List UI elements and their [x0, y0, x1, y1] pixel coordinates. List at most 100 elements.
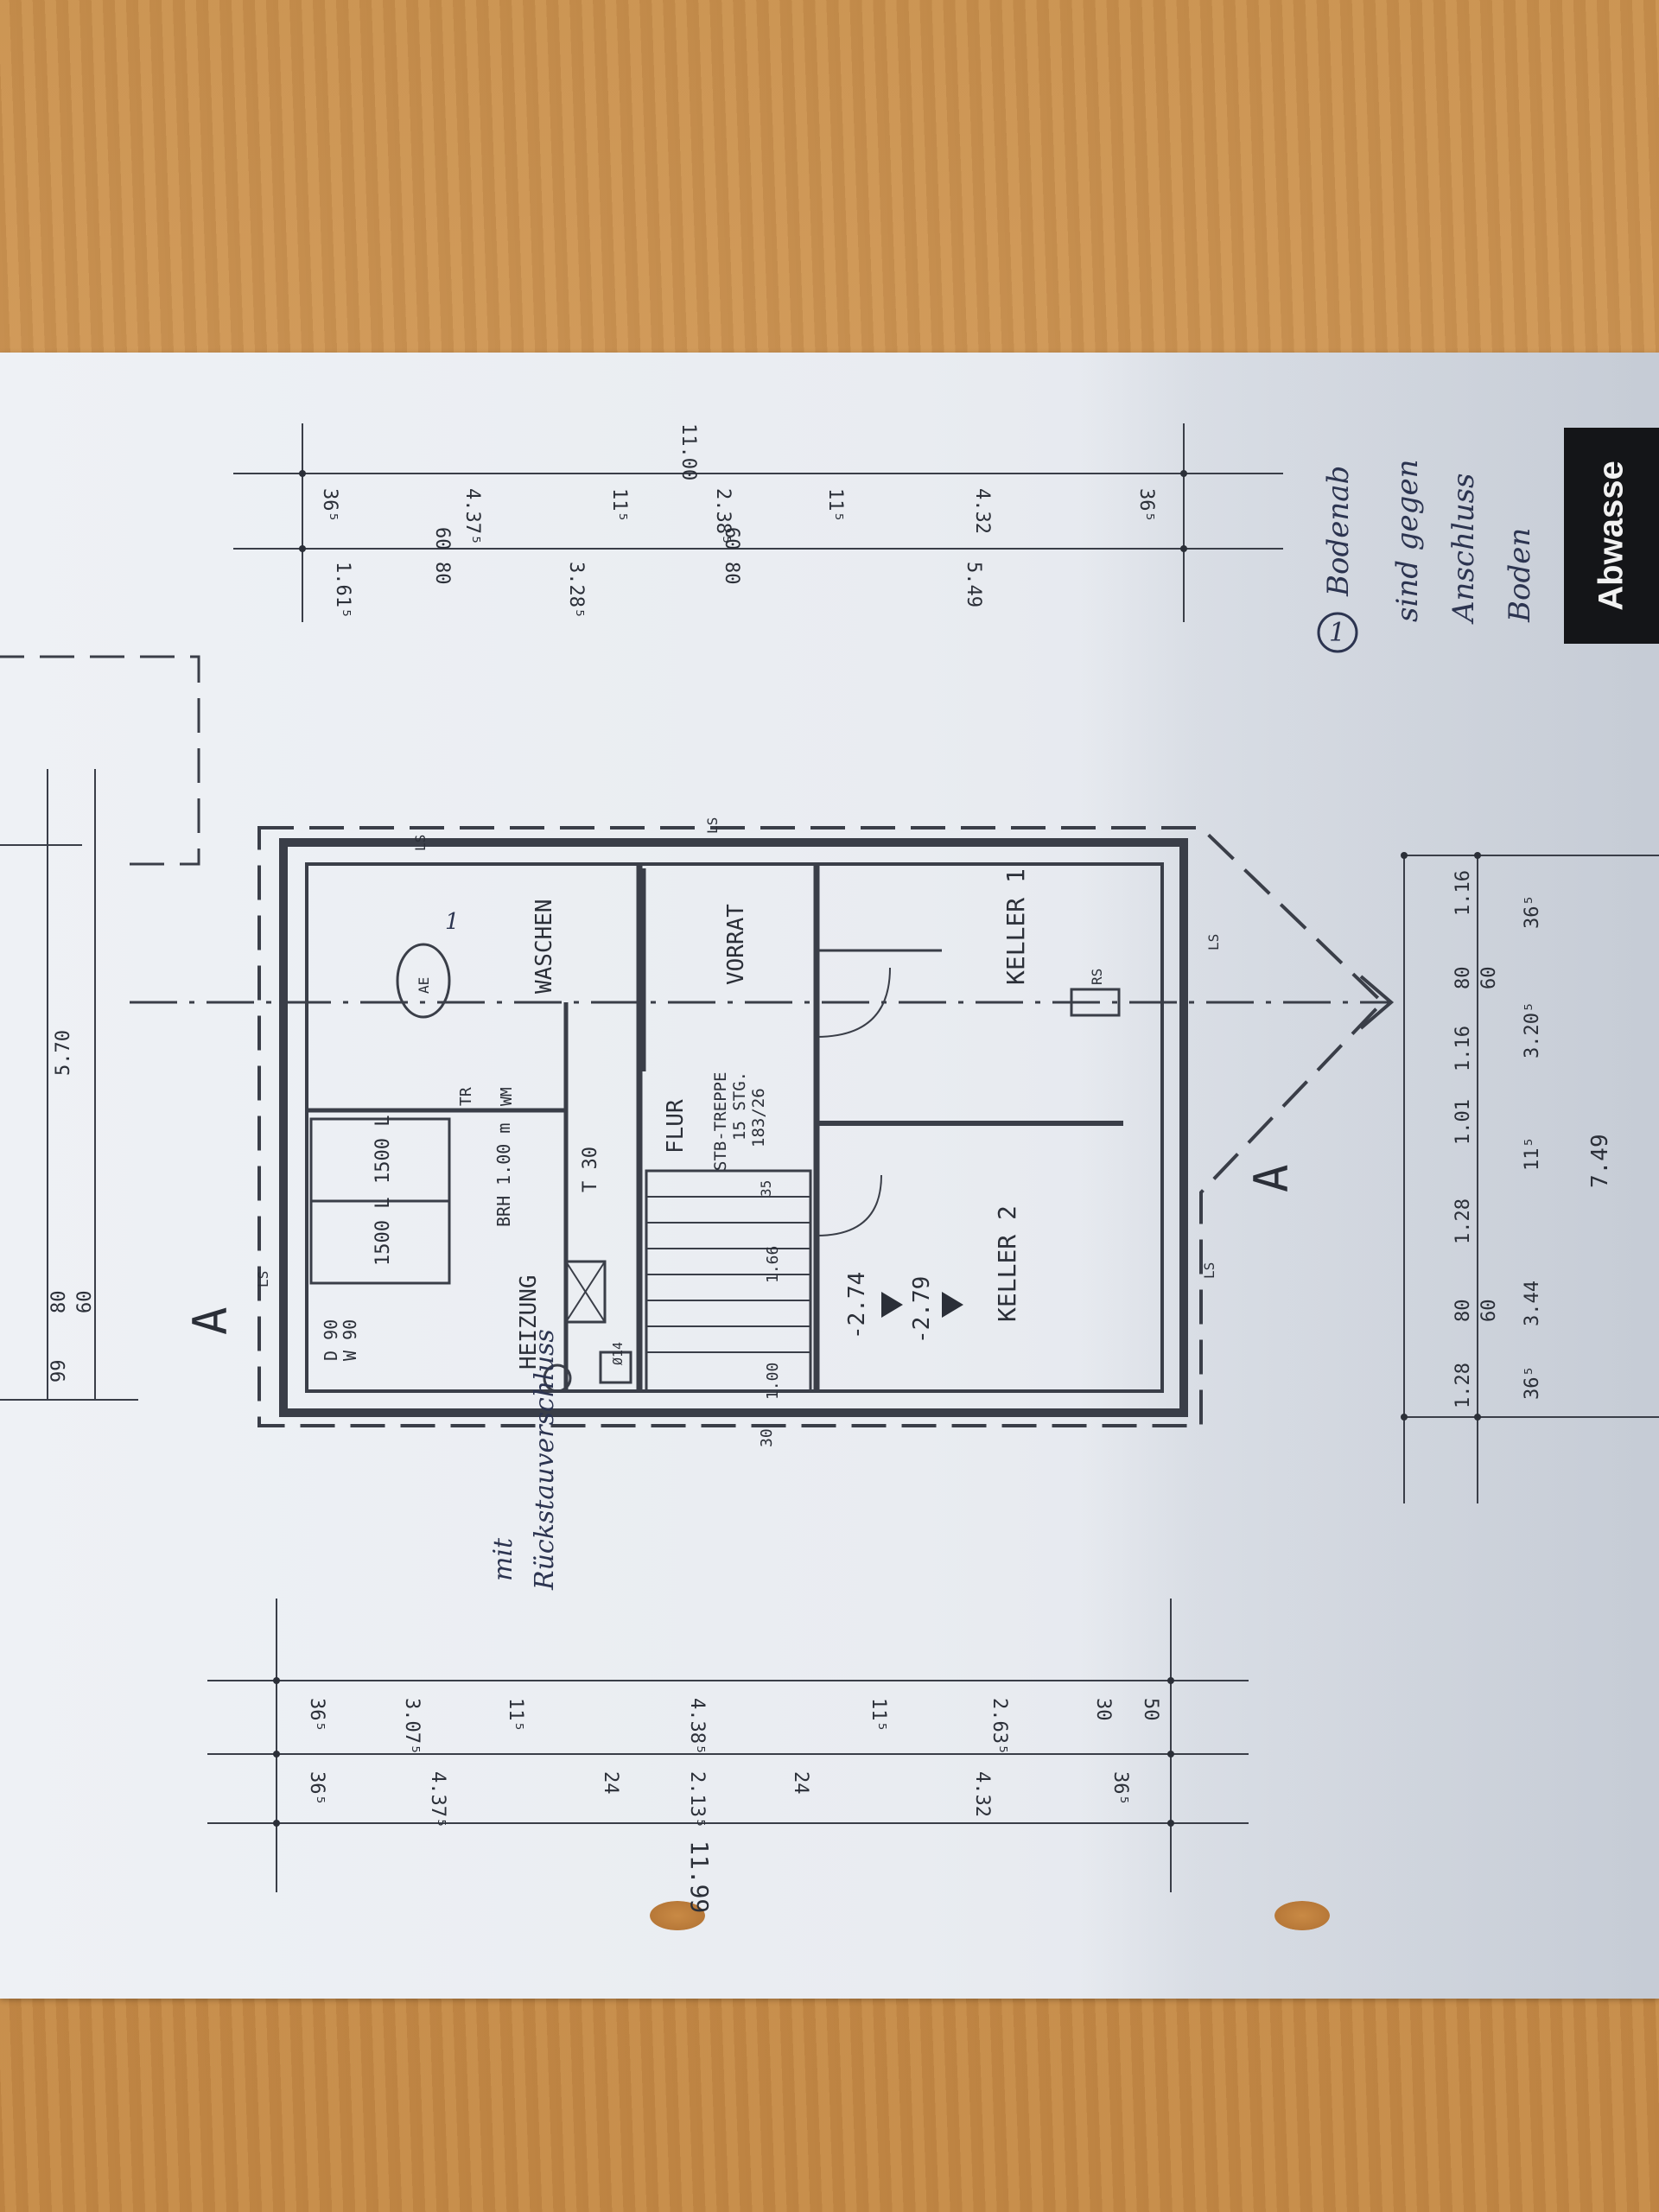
left-dim-r2-5: 4.32	[971, 1771, 993, 1817]
stair	[645, 1169, 812, 1393]
right-dim-r1-0: 36⁵	[319, 488, 340, 523]
section-marker-a-left: A	[183, 1306, 238, 1335]
top-dim-total: 5.70	[53, 1030, 74, 1076]
tank-label-1: 1500 L	[372, 1116, 394, 1184]
tr-label: TR	[457, 1087, 475, 1106]
stair-dim-a: 1.00	[764, 1363, 782, 1400]
dashed-annex	[0, 655, 200, 866]
left-dim-total: 11.99	[685, 1840, 714, 1913]
bottom-dim-r1-6: 80	[1452, 967, 1474, 990]
ae-label: AE	[416, 977, 432, 994]
left-dim-r2-0: 36⁵	[306, 1771, 327, 1806]
right-dim-r1-1: 4.37⁵	[461, 488, 483, 545]
left-dim-r1-0: 36⁵	[306, 1698, 327, 1732]
stair-dim-b: 1.66	[764, 1246, 782, 1283]
stair-label-1: STB-TREPPE	[711, 1072, 730, 1171]
ls-label-2: LS	[412, 835, 429, 851]
room-label-vorrat: VORRAT	[723, 904, 749, 985]
handwriting-right-num: 1	[1329, 618, 1345, 648]
room-label-waschen: WASCHEN	[531, 899, 557, 994]
abwasser-badge-text: Abwasse	[1592, 461, 1630, 611]
ls-label-1: LS	[255, 1271, 271, 1287]
room-label-flur: FLUR	[663, 1099, 689, 1154]
bottom-dim-r1-8: 1.16	[1452, 870, 1474, 916]
left-dim-r1-2: 11⁵	[505, 1698, 526, 1732]
brh-label: BRH 1.00 m	[493, 1123, 514, 1227]
left-dim-r2-6: 36⁵	[1109, 1771, 1131, 1806]
right-dim-r1-5: 4.32	[971, 488, 993, 534]
bottom-dim-r1-7: 60	[1478, 967, 1500, 990]
left-dim-r2-4: 24	[790, 1771, 811, 1795]
bottom-dim-r1-0: 1.28	[1452, 1363, 1474, 1408]
left-dim-r1-4: 11⁵	[868, 1698, 889, 1732]
phone-shadow	[1080, 353, 1659, 1999]
window-d90: D 90	[321, 1319, 341, 1361]
stair-label-2: 15 STG.	[730, 1071, 749, 1141]
bottom-dim-r1-5: 1.16	[1452, 1026, 1474, 1071]
d14-label: Ø14	[610, 1342, 626, 1365]
right-dim-cut: 11.00	[677, 423, 699, 480]
left-dim-r1-6: 30	[1092, 1698, 1114, 1721]
t30-label: T 30	[580, 1147, 601, 1192]
left-dim-r1-3: 4.38⁵	[686, 1698, 708, 1755]
outer-wall	[279, 838, 1188, 1417]
left-dim-r2-3: 2.13⁵	[686, 1771, 708, 1828]
top-dim-80: 80	[48, 1291, 70, 1314]
room-label-keller2: KELLER 2	[993, 1205, 1021, 1322]
stair-dim-c: 30	[758, 1428, 776, 1447]
right-dim-r1-4: 11⁵	[824, 488, 846, 523]
bottom-dim-r2-1: 3.44	[1522, 1281, 1543, 1326]
ls-label-5: LS	[1201, 1262, 1217, 1279]
ls-label-3: LS	[704, 817, 721, 834]
window-w90: W 90	[340, 1319, 360, 1361]
stair-dim-d: 35	[758, 1180, 774, 1197]
handwriting-left-1: mit	[488, 1537, 518, 1581]
dashed-outline	[257, 826, 1385, 1427]
handwriting-right-3: Anschluss	[1446, 473, 1481, 625]
level-label-1: -2.74	[844, 1272, 870, 1339]
left-dim-r1-1: 3.07⁵	[401, 1698, 423, 1755]
punch-hole-left	[650, 1901, 705, 1930]
bottom-dim-r2-3: 3.20⁵	[1522, 1001, 1543, 1058]
right-dim-r1-2: 11⁵	[608, 488, 630, 523]
bottom-dim-r1-4: 1.01	[1452, 1099, 1474, 1145]
handwriting-right-1: Bodenab	[1321, 466, 1356, 597]
right-dim-r2-2: 60	[431, 527, 453, 550]
handwriting-right-2: sind gegen	[1390, 460, 1425, 622]
wm-label: WM	[498, 1087, 516, 1106]
handwriting-left-2: Rückstauverschluss	[530, 1329, 560, 1591]
tank-label-2: 1500 L	[372, 1198, 394, 1266]
bottom-dim-r2-0: 36⁵	[1522, 1365, 1543, 1400]
room-label-heizung: HEIZUNG	[516, 1274, 542, 1370]
right-dim-r2-1: 80	[431, 562, 453, 585]
right-dim-r2-5: 60	[721, 527, 742, 550]
level-label-2: -2.79	[909, 1276, 935, 1344]
right-dim-r2-4: 80	[721, 562, 742, 585]
left-dim-r2-1: 4.37⁵	[427, 1771, 448, 1828]
top-dim-60: 60	[74, 1291, 96, 1314]
left-dim-r2-2: 24	[600, 1771, 621, 1795]
right-dim-r2-6: 5.49	[963, 562, 984, 607]
top-dim-99: 99	[48, 1360, 70, 1383]
room-label-keller1: KELLER 1	[1001, 868, 1030, 985]
abwasser-badge: Abwasse	[1564, 428, 1659, 644]
right-dim-r1-3: 2.38⁵	[712, 488, 734, 545]
ae-note-number: 1	[445, 909, 460, 935]
right-dim-r1-6: 36⁵	[1135, 488, 1157, 523]
right-dim-r2-3: 3.28⁵	[565, 562, 587, 619]
bottom-dim-r2-2: 11⁵	[1522, 1136, 1543, 1171]
rs-label: RS	[1089, 969, 1105, 985]
bottom-dim-r2-4: 36⁵	[1522, 894, 1543, 929]
stair-label-3: 183/26	[749, 1088, 768, 1147]
bottom-dim-r1-1: 80	[1452, 1300, 1474, 1323]
punch-hole-right	[1274, 1901, 1330, 1930]
bottom-dim-r1-3: 1.28	[1452, 1198, 1474, 1244]
ls-label-4: LS	[1205, 934, 1222, 950]
handwriting-right-4: Boden	[1503, 528, 1537, 623]
bottom-dim-total: 7.49	[1587, 1134, 1613, 1188]
right-dim-r2-0: 1.61⁵	[332, 562, 353, 619]
section-marker-a-right: A	[1244, 1164, 1299, 1192]
left-dim-r1-5: 2.63⁵	[988, 1698, 1010, 1755]
left-dim-r1-7: 50	[1140, 1698, 1161, 1721]
